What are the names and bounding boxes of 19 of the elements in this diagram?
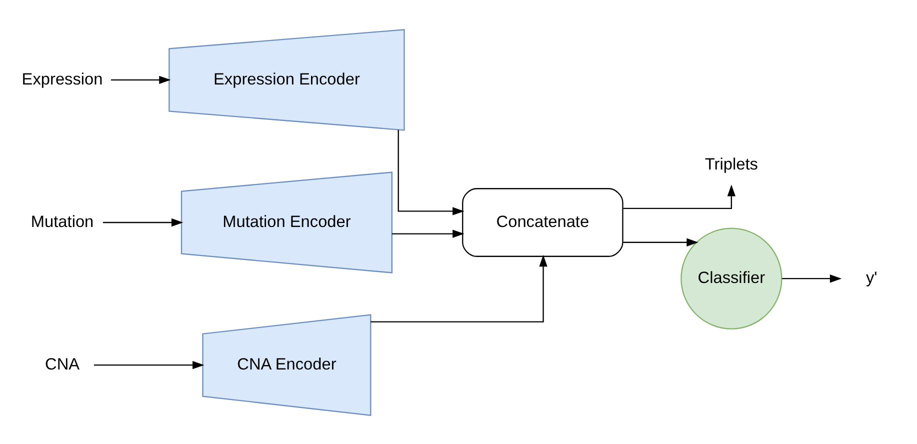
arrow — [102, 218, 184, 226]
arrow — [782, 274, 842, 282]
node-text: Triplets — [704, 155, 758, 174]
arrow — [623, 238, 698, 246]
node-text: Expression — [22, 70, 103, 88]
arrow — [623, 184, 736, 209]
node-text: y' — [866, 268, 878, 286]
node-box: Expression Encoder — [168, 28, 405, 130]
node-text: CNA — [45, 354, 80, 373]
arrow — [392, 229, 464, 238]
arrow — [398, 129, 464, 215]
node-box: Mutation Encoder — [180, 171, 392, 273]
node-box: CNA Encoder — [202, 314, 372, 416]
node-box: Concatenate — [462, 188, 624, 256]
node-circle: Classifier — [680, 227, 782, 329]
arrow — [370, 254, 548, 322]
node-text: Mutation — [30, 212, 94, 230]
arrow — [94, 360, 204, 369]
arrow — [111, 75, 171, 84]
